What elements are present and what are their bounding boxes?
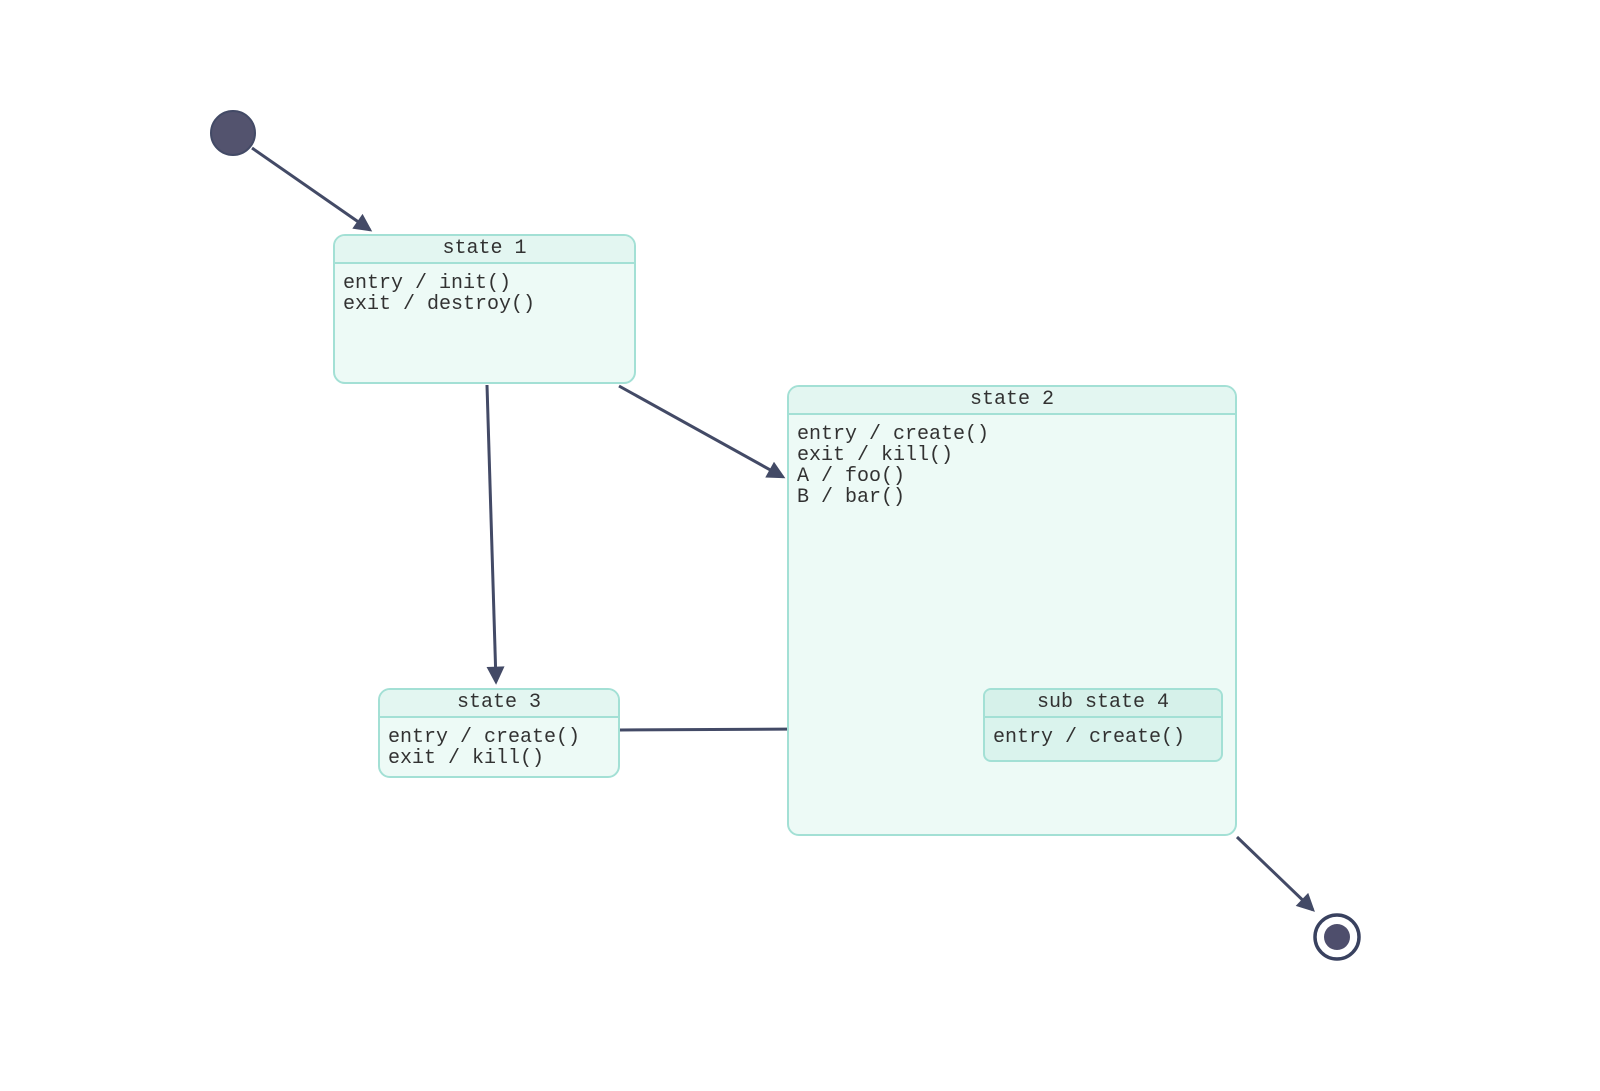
transition-state1-to-state2-arrow [618, 384, 786, 479]
state-node-state2: state 2 entry / create() exit / kill() A… [787, 385, 1237, 836]
state1-title: state 1 [335, 236, 634, 264]
state1-entry-action: entry / init() [343, 272, 512, 295]
state3-entry-action: entry / create() [388, 726, 581, 749]
transition-state2-to-final-arrow [1235, 835, 1315, 912]
state2-exit-action: exit / kill() [797, 444, 954, 467]
substate4-body: entry / create() [985, 718, 1221, 757]
state2-event-b-action: B / bar() [797, 486, 906, 509]
state1-exit-action: exit / destroy() [343, 293, 536, 316]
state2-body: entry / create() exit / kill() A / foo()… [789, 415, 1235, 517]
substate4-title: sub state 4 [985, 690, 1221, 718]
initial-state-icon [210, 110, 256, 156]
substate4-entry-action: entry / create() [993, 726, 1186, 749]
state1-body: entry / init() exit / destroy() [335, 264, 634, 324]
state3-title: state 3 [380, 690, 618, 718]
state3-body: entry / create() exit / kill() [380, 718, 618, 778]
state-node-state1: state 1 entry / init() exit / destroy() [333, 234, 636, 384]
state3-exit-action: exit / kill() [388, 747, 545, 770]
state2-entry-action: entry / create() [797, 423, 990, 446]
final-state-icon [1313, 913, 1361, 961]
transition-initial-to-state1-arrow [251, 146, 373, 232]
transition-state1-to-state3-arrow [485, 384, 505, 685]
state-node-substate4: sub state 4 entry / create() [983, 688, 1223, 762]
state2-title: state 2 [789, 387, 1235, 415]
state2-event-a-action: A / foo() [797, 465, 906, 488]
state-node-state3: state 3 entry / create() exit / kill() [378, 688, 620, 778]
